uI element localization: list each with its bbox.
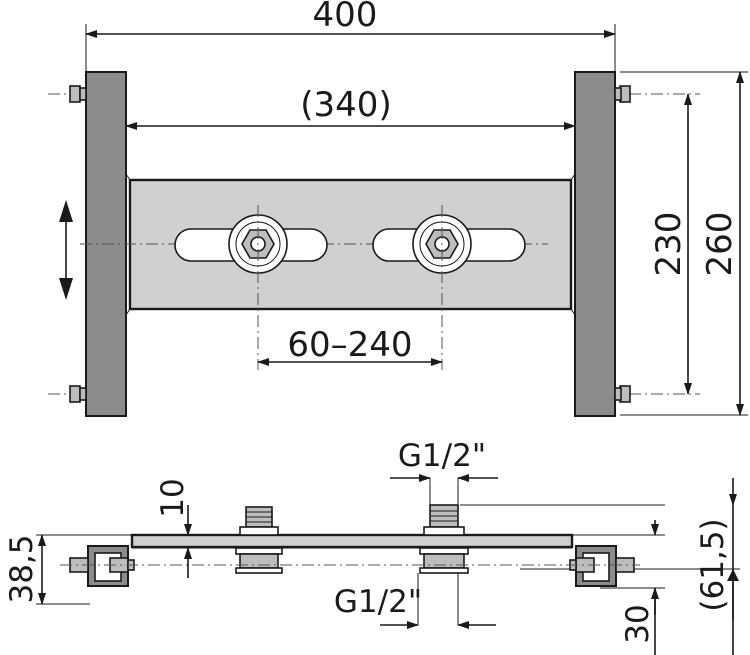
- dim-overall-height: 260: [700, 212, 740, 277]
- bracket-right-icon: [569, 545, 635, 587]
- side-view: G1/2" G1/2" 10 38,5 30 (61,5): [4, 438, 740, 655]
- right-post: [574, 71, 616, 417]
- dim-outlet-spacing: 60–240: [287, 325, 412, 365]
- dim-thread-top: G1/2": [398, 438, 486, 474]
- side-plate: [130, 533, 574, 549]
- dim-inner-width: (340): [300, 85, 391, 125]
- adjust-arrow-icon: [59, 200, 73, 300]
- dim-hole-spacing: 230: [649, 212, 689, 277]
- dim-overall-width: 400: [313, 0, 378, 35]
- dim-center-offset: 30: [620, 604, 656, 643]
- dim-outlet-depth: (61,5): [695, 518, 731, 611]
- dim-thread-bottom: G1/2": [334, 584, 422, 620]
- bolt-icon: [69, 85, 631, 403]
- dim-mount-depth: 38,5: [4, 534, 40, 603]
- bracket-left-icon: [69, 545, 135, 587]
- front-view: 400 (340): [48, 0, 748, 417]
- dim-plate-thickness: 10: [155, 478, 191, 517]
